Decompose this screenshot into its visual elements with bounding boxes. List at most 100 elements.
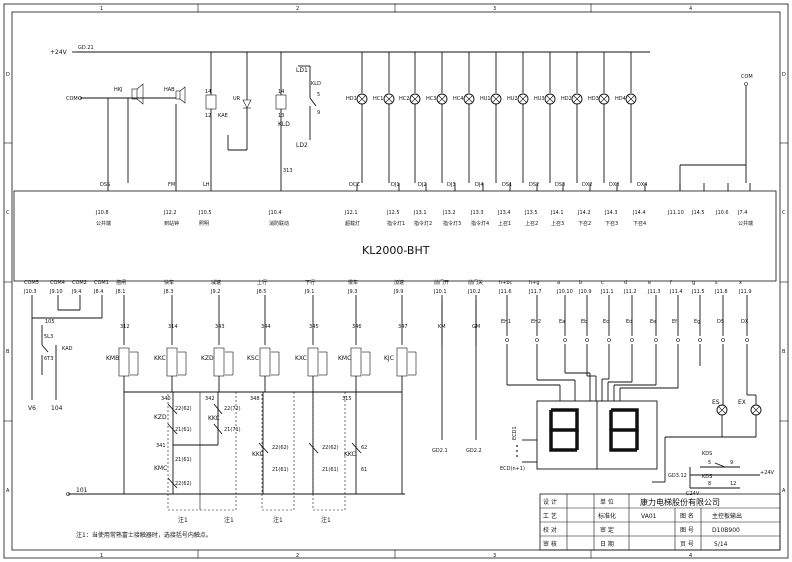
note-under: 注1 [321,516,331,524]
relay-label: KMB [106,355,119,362]
kld-label: KLD [278,121,290,128]
segment-label: Ea [559,319,565,325]
lbl-5l3: 5L3 [44,334,53,340]
connector-pin: J9.4 [71,289,81,295]
board-bottom-connectors: COM5J10.3COM4J9.10COM2J9.4COM1J8.4抱闸J8.1… [23,279,752,300]
connector-desc: 指令灯1 [387,220,405,227]
connector-pin: J13.1 [413,210,427,216]
connector-name: h+g [529,280,540,286]
connector-pin: J13.3 [470,210,484,216]
right-com: COM [741,74,753,183]
contact-a2: 22(72) [224,406,241,412]
contact-a3: 21(61) [175,427,192,433]
lbl-105: 105 [45,319,55,325]
connector-pin: J8.5 [256,289,266,295]
wire-label: 312 [120,324,130,330]
col-label: 3 [493,6,496,12]
relay-label: KXC [295,355,307,362]
lamp-label: HD4 [615,96,626,102]
row-label: C [6,210,10,216]
connector-pin: J10.1 [433,289,447,295]
connector-name: 前门关 [468,279,483,286]
lamp-label: HC4 [453,96,463,102]
relay-label: KKC [154,355,166,362]
ecdn-label: ECD(n+1) [500,466,525,472]
connector-pin: J9.9 [393,289,403,295]
tb-design: 设 计 [543,498,557,506]
ur-label: UR [233,96,241,102]
relay-coil-icon [350,347,362,377]
connector-pin: J14.2 [577,210,591,216]
connector-tag: FM [168,182,175,188]
outer-frame [3,3,789,559]
relay-coil-icon [307,347,319,377]
connector-pin: J8.3 [163,289,173,295]
connector-desc: 公共端 [96,220,111,227]
p8: 8 [708,481,711,487]
kzd-contact: KZD [154,414,167,421]
relay-label: KJC [384,355,394,362]
supply-label: +24V [50,49,68,56]
connector-pin: J7.4 [737,210,747,216]
connector-pin: J14.4 [632,210,646,216]
relay-coil-icon [118,347,130,377]
contact-a10: 21(61) [322,467,339,473]
relay-label: KMC [338,355,351,362]
row-label: C [782,210,786,216]
contact-62: 62 [361,445,367,451]
connector-pin: J10.5 [198,210,212,216]
contact-a8: 21(61) [272,467,289,473]
segment-label: Ee [650,319,656,325]
connector-name: c [601,280,604,286]
connector-tag: DJ1 [391,182,400,188]
connector-name: 上行 [257,279,267,286]
kkc-contact: KKC [208,415,220,422]
connector-pin: J10.10 [556,289,573,295]
connector-pin: J11.9 [738,289,752,295]
connector-tag: DJ2 [418,182,427,188]
tb-check: 校 对 [543,526,557,534]
connector-desc: 消防联动 [269,220,289,227]
col-label: 4 [689,6,692,12]
relay-coil-icon [259,347,271,377]
contact-a9: 22(62) [322,445,339,451]
wire-label: 344 [261,324,271,330]
segment-label: EH2 [531,319,541,325]
com-right-label: COM [741,74,753,80]
board-name: KL2000-BHT [362,244,430,257]
connector-pin: J10.2 [467,289,481,295]
connector-pin: J11.2 [623,289,637,295]
note-markers: 注1 注1 注1 注1 [178,516,331,524]
relay-name: KAE [218,113,228,119]
connector-desc: 下召3 [605,221,618,227]
connector-name: COM1 [94,280,109,286]
v24b: +24V [760,470,775,476]
relay-label: KZD [201,355,214,362]
tb-std: 标准化 [598,512,616,520]
connector-tag: DJ3 [447,182,456,188]
col-label: 2 [296,553,299,559]
connector-pin: J11.4 [669,289,683,295]
contact-a4: 21(71) [224,427,241,433]
col-label: 2 [296,6,299,12]
connector-pin: J14.3 [604,210,618,216]
segment-label: Eg [694,319,700,325]
c341: 341 [156,443,166,449]
wire-label: 347 [398,324,408,330]
tb-unit: 单 位 [600,498,614,506]
p12: 12 [730,481,736,487]
col-label: 1 [100,6,103,12]
tb-drawing-no-label: 图 号 [680,527,694,534]
connector-name: COM5 [24,280,39,286]
connector-desc: 上召2 [525,220,538,227]
connector-desc: 照明 [199,221,209,227]
connector-name: x [739,280,742,286]
lamp-label: HC3 [426,96,436,102]
connector-pin: J10.9 [578,289,592,295]
connector-desc: 下召2 [578,221,591,227]
contact-a7: 22(62) [272,445,289,451]
relay-coil-icon [166,347,178,377]
connector-name: b [579,280,582,286]
c342: 342 [205,396,215,402]
